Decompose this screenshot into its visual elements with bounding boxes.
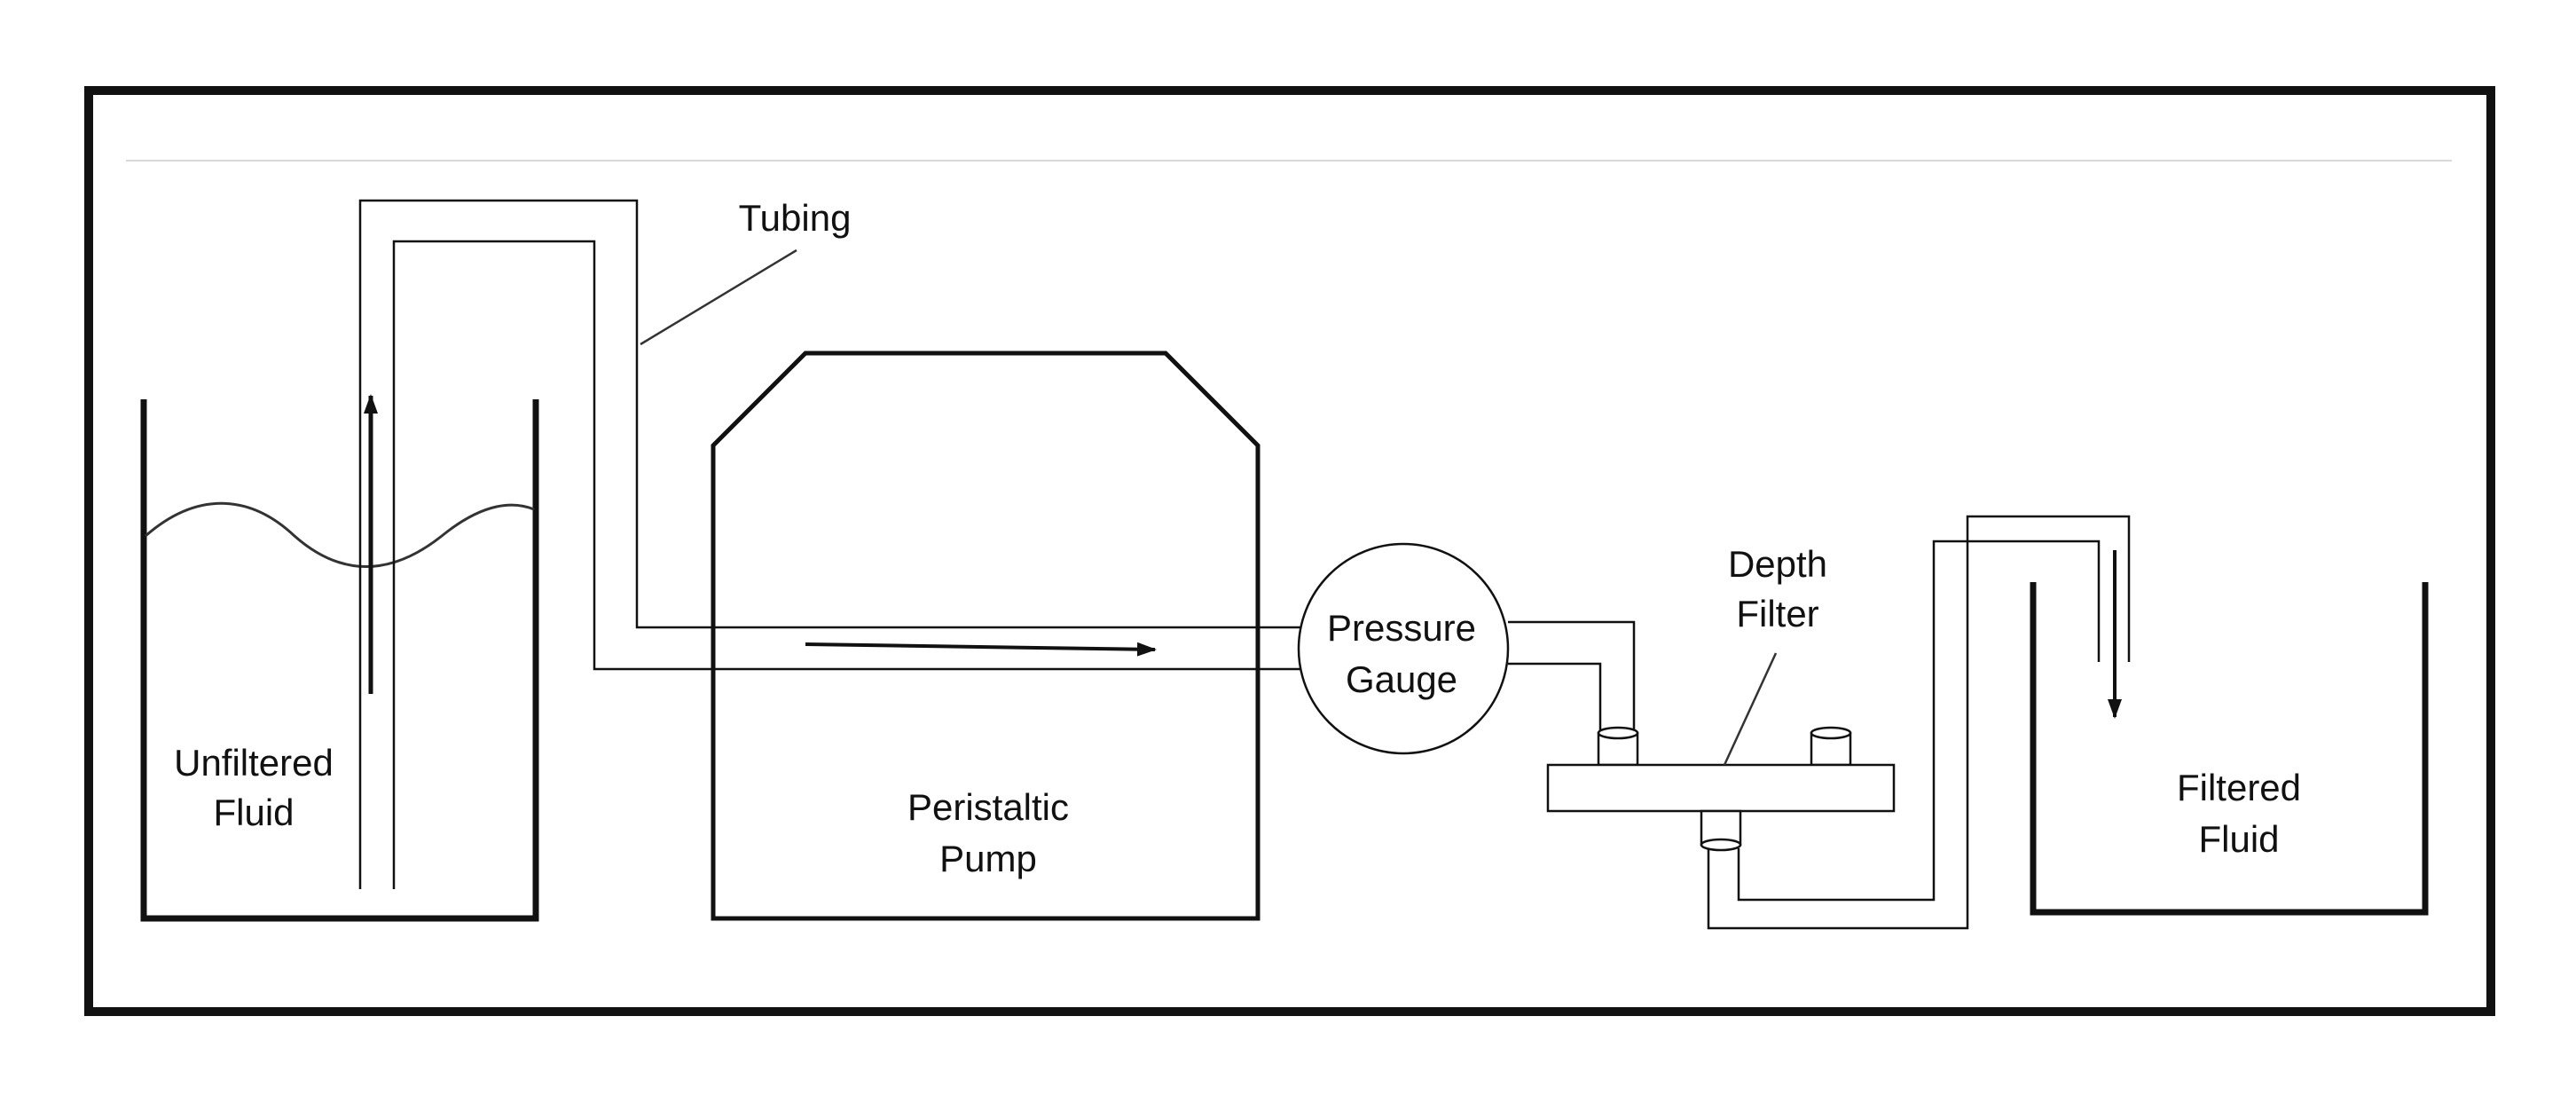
depth-filter-leader-line <box>1723 652 1778 766</box>
filter-vent-fitting <box>1810 726 1852 767</box>
filter-inlet-fitting <box>1597 726 1639 767</box>
filter-outlet-fitting <box>1700 809 1742 852</box>
pressure-gauge-label-line1: Pressure <box>1327 607 1476 649</box>
depth-filter-body <box>1546 763 1896 813</box>
tubing-filter-to-tank-outer <box>1707 515 2131 930</box>
depth-filter-label-line1: Depth <box>1728 543 1827 585</box>
tubing-label: Tubing <box>739 197 852 239</box>
peristaltic-pump-label-line2: Pump <box>939 838 1037 879</box>
tubing-outer <box>358 199 1302 889</box>
unfiltered-fluid-label-line2: Fluid <box>213 792 294 833</box>
depth-filter-label-line2: Filter <box>1736 593 1818 634</box>
unfiltered-container <box>140 399 539 922</box>
outer-frame <box>84 86 2495 1016</box>
tubing-inner <box>392 240 1302 889</box>
pressure-gauge <box>1297 542 1510 755</box>
peristaltic-pump-label-line1: Peristaltic <box>907 786 1069 828</box>
filtered-fluid-label-line1: Filtered <box>2177 767 2301 808</box>
pressure-gauge-label-line2: Gauge <box>1346 658 1457 700</box>
filtered-container <box>2030 582 2429 916</box>
tubing-gauge-to-filter-inner <box>1508 662 1602 735</box>
unfiltered-fluid-label-line1: Unfiltered <box>174 742 334 784</box>
tubing-gauge-to-filter-outer <box>1508 620 1636 735</box>
flow-arrow-right <box>805 642 1157 657</box>
filtered-fluid-label-line2: Fluid <box>2198 818 2279 860</box>
peristaltic-pump-body <box>711 351 1261 921</box>
tubing-leader-line <box>640 248 797 346</box>
fluid-surface-wave <box>145 501 535 568</box>
tubing-filter-to-tank-inner <box>1737 540 2101 902</box>
